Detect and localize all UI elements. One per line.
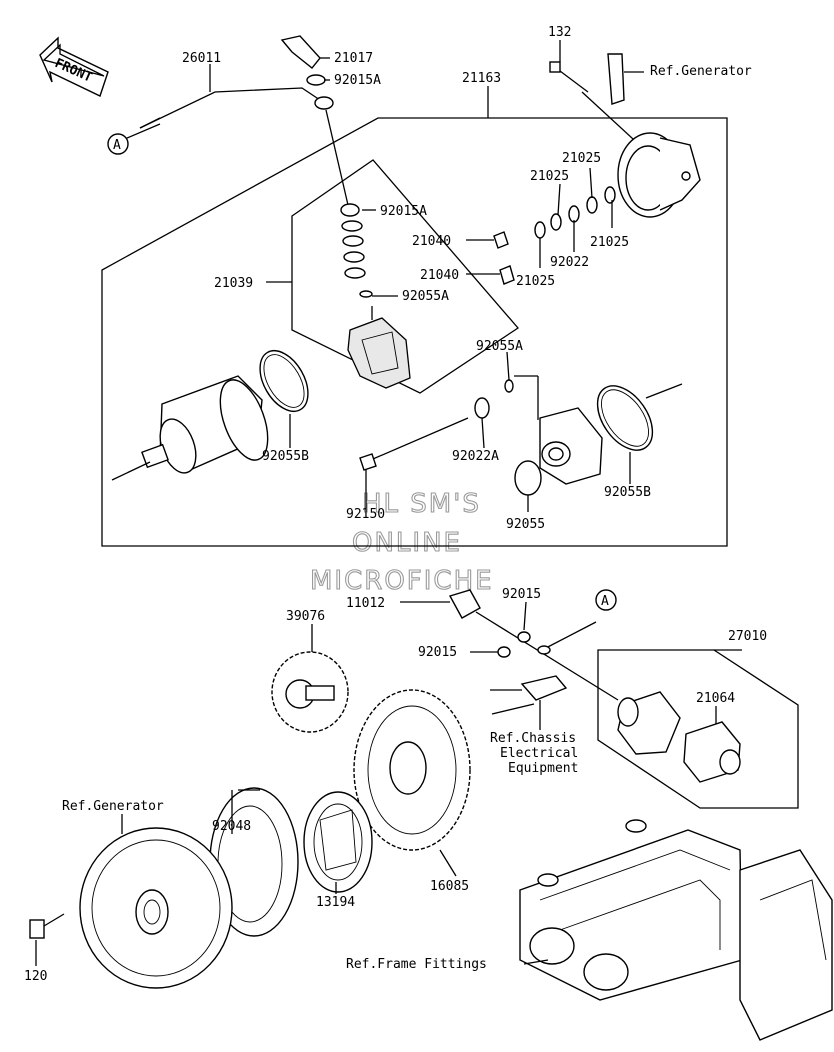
motor-yoke — [111, 375, 269, 481]
brush-holder-plate — [347, 306, 411, 389]
label-ref-chassis-1: Ref.Chassis — [490, 731, 576, 746]
label-21025-c: 21025 — [590, 235, 629, 250]
label-21040-b: 21040 — [420, 268, 459, 283]
reference-marker-a-top — [107, 133, 129, 155]
label-ref-generator-bottom: Ref.Generator — [62, 799, 164, 814]
o-ring-92055a — [504, 379, 514, 393]
label-26011: 26011 — [182, 51, 221, 66]
label-21039: 21039 — [214, 276, 253, 291]
flywheel-bolt — [29, 913, 65, 939]
label-21040-a: 21040 — [412, 234, 451, 249]
watermark-line-2: ONLINE — [352, 528, 462, 558]
end-cover — [514, 375, 603, 485]
part-labels: 26011 21017 92015A 21163 132 Ref.Generat… — [24, 25, 767, 984]
label-11012: 11012 — [346, 596, 385, 611]
label-16085: 16085 — [430, 879, 469, 894]
one-way-clutch — [303, 791, 373, 893]
watermark-line-1: HL SM'S — [362, 489, 481, 519]
label-ref-generator-top: Ref.Generator — [650, 64, 752, 79]
label-92022: 92022 — [550, 255, 589, 270]
label-92048: 92048 — [212, 819, 251, 834]
label-21025-b: 21025 — [530, 169, 569, 184]
label-92150: 92150 — [346, 507, 385, 522]
watermark-line-3: MICROFICHE — [310, 566, 494, 596]
starter-assembly-outline — [101, 117, 728, 547]
through-bolt — [359, 417, 469, 471]
terminal-washer-stack — [340, 203, 515, 298]
brush-assembly-outline — [291, 159, 519, 394]
o-ring-left — [259, 350, 309, 412]
flywheel — [79, 827, 233, 989]
label-27010: 27010 — [728, 629, 767, 644]
label-21025-d: 21025 — [516, 274, 555, 289]
terminal-cap — [280, 35, 349, 206]
label-21017: 21017 — [334, 51, 373, 66]
label-21025-a: 21025 — [562, 151, 601, 166]
gear-housing — [617, 132, 701, 218]
label-92055B-left: 92055B — [262, 449, 309, 464]
label-21064: 21064 — [696, 691, 735, 706]
label-92015A-mid: 92015A — [380, 204, 427, 219]
starter-relay-cap — [448, 589, 619, 701]
frame-fittings — [519, 819, 833, 1041]
nut-92015-b — [497, 646, 511, 658]
label-92055B-right: 92055B — [604, 485, 651, 500]
o-ring-92055 — [514, 460, 542, 496]
bolt-and-bracket — [549, 53, 646, 151]
label-92015-a: 92015 — [502, 587, 541, 602]
label-92015-b: 92015 — [418, 645, 457, 660]
starter-cable-a: A — [537, 589, 617, 655]
label-92055: 92055 — [506, 517, 545, 532]
label-92022A: 92022A — [452, 449, 499, 464]
nut-92015-a — [517, 631, 531, 643]
label-ref-chassis-2: Electrical — [500, 746, 578, 761]
ref-a-label-top: A — [113, 138, 121, 153]
starter-gear — [353, 689, 471, 851]
label-92015A-top: 92015A — [334, 73, 381, 88]
label-120: 120 — [24, 969, 47, 984]
idle-gear — [271, 651, 349, 733]
label-92055A-right: 92055A — [476, 339, 523, 354]
starter-motor — [617, 691, 681, 755]
label-13194: 13194 — [316, 895, 355, 910]
washers — [534, 186, 616, 239]
label-21163: 21163 — [462, 71, 501, 86]
label-132: 132 — [548, 25, 571, 40]
battery-cable: A — [107, 87, 334, 155]
label-39076: 39076 — [286, 609, 325, 624]
chassis-connector — [490, 675, 568, 715]
ref-a-label-bottom: A — [601, 594, 609, 609]
front-arrow-icon: FRONT — [39, 36, 109, 97]
washer-92022a — [474, 397, 490, 419]
clutch-cover-21064 — [683, 721, 741, 783]
label-ref-frame-fittings: Ref.Frame Fittings — [346, 957, 487, 972]
label-ref-chassis-3: Equipment — [508, 761, 578, 776]
leader-lines — [35, 40, 742, 966]
watermark: HL SM'S ONLINE MICROFICHE — [309, 488, 494, 596]
label-92055A-left: 92055A — [402, 289, 449, 304]
o-ring-right — [596, 385, 654, 451]
